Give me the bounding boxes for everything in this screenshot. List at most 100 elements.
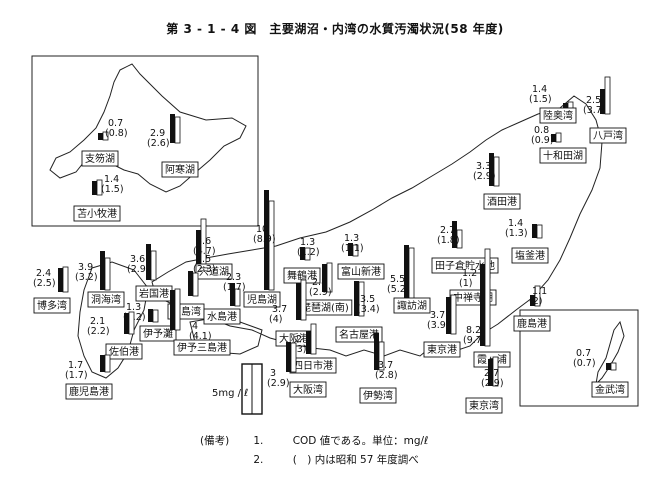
site-label-box-35 [591,381,629,398]
value-57-26: (3.4) [357,304,380,315]
bar-58-12 [196,230,201,266]
site-label-20: 水島港 [207,310,237,323]
value-57-20: (1.7) [223,282,246,293]
value-57-14: (1) [459,278,472,289]
value-58-1: 0.7 [108,118,123,129]
bar-57-23 [152,309,159,323]
site-label-box-24 [173,339,231,356]
site-label-31: 大阪湾 [293,383,323,396]
bar-58-7 [489,153,494,186]
site-22: 3.9(3.2) 洞海湾 [75,251,125,308]
value-57-27: (3.9) [427,320,450,331]
value-57-15: (2) [529,296,542,307]
site-label-30: 四日市港 [293,359,333,372]
site-label-35: 金武湾 [595,383,625,396]
site-2: 2.9(2.6)阿寒湖 [147,114,199,178]
site-label-box-32 [359,387,397,404]
site-31: 3(2.9)大阪湾 [267,342,327,398]
bar-57-24 [174,288,181,331]
site-label-24: 伊予三島港 [177,341,227,354]
value-57-4: (1.5) [529,94,552,105]
value-58-15: 1.1 [532,286,547,297]
site-21: 2.4(2.5)博多湾 [33,266,71,314]
site-label-box-34 [65,383,113,400]
value-58-10: 1.3 [344,233,359,244]
bar-57-19 [192,272,199,297]
bar-57-28 [484,248,491,347]
value-58-17: 2.8 [312,277,327,288]
bar-58-22 [100,251,105,290]
bar-58-2 [170,114,175,143]
scale-bar-label: 5mg / ℓ [212,388,248,399]
site-label-16: 諏訪湖 [397,299,427,312]
sites-layer: 0.7(0.8)支笏湖2.9(2.6)阿寒湖1.4(1.5)苫小牧港1.4(1.… [33,76,629,414]
bar-58-27 [446,297,451,334]
bar-57-22 [104,257,111,291]
bar-57-10 [352,244,359,257]
site-25: 3.7(4)大阪港 [269,279,313,347]
site-28: 8.2(9.7)霞ヶ浦 [463,248,511,368]
okinawa-coastline [595,320,625,386]
site-label-5: 八戸湾 [593,129,623,142]
note-text-1: COD 値である。単位：mg/ℓ [292,435,429,447]
bar-58-11 [300,247,305,260]
value-58-30: 2.3 [296,334,311,345]
value-57-32: (2.8) [375,370,398,381]
bar-58-8 [452,221,457,248]
site-label-22: 洞海湾 [91,293,121,306]
value-58-24: 4 [192,321,198,332]
note-number-1: 1. [253,435,264,447]
okinawa-inset-frame [519,309,639,407]
bar-58-32 [374,333,379,370]
site-label-box-12 [195,263,233,280]
value-58-13: 10 [256,224,268,235]
value-57-24: (4.1) [189,331,212,342]
site-12: 3.6(4.7)宍道湖 [193,218,233,280]
bar-58-21 [58,268,63,292]
site-label-23: 伊予灘 [143,327,173,340]
value-57-28: (9.7) [463,335,486,346]
value-57-6: (0.9) [531,135,554,146]
site-label-29: 佐伯港 [109,345,139,358]
site-7: 3.3(2.9)酒田港 [473,153,521,210]
value-57-33: (2.9) [481,378,504,389]
bar-57-18 [150,250,157,281]
value-58-5: 2.5 [586,95,601,106]
site-24: 4(4.1)伊予三島港 [170,288,231,356]
value-57-9: (1.3) [505,228,528,239]
bar-58-33 [488,359,493,386]
value-57-22: (3.2) [75,272,98,283]
bar-57-32 [378,341,385,371]
site-5: 2.5(3.7)八戸湾 [583,76,627,144]
value-58-12: 3.6 [196,236,211,247]
value-57-7: (2.9) [473,171,496,182]
bar-58-9 [532,224,537,238]
bar-58-34 [100,355,105,372]
site-label-4: 陸奥湾 [543,109,573,122]
value-57-12: (4.7) [193,246,216,257]
site-label-15: 鹿島港 [517,317,547,330]
value-58-11: 1.3 [300,237,315,248]
site-label-25: 大阪港 [279,332,309,345]
site-10: 1.3(1.1)富山新港 [337,233,385,280]
site-20: 2.3(1.7)水島港 [203,272,246,325]
bar-57-26 [358,281,365,317]
value-58-22: 3.9 [78,262,93,273]
value-58-19: 2.5 [196,254,211,265]
bar-57-1 [102,131,109,141]
site-label-18: 岩国港 [139,287,169,300]
bar-58-18 [146,244,151,280]
value-57-1: (0.8) [105,128,128,139]
bar-57-25 [300,279,307,321]
site-17: 2.8(2.9)琵琶湖(南) [297,262,353,316]
value-57-16: (5.2) [387,284,410,295]
value-58-29: 2.1 [90,316,105,327]
bar-57-17 [326,262,333,293]
bar-57-33 [492,356,499,387]
site-label-box-5 [589,127,627,144]
site-label-box-31 [289,381,327,398]
site-label-9: 塩釜港 [515,249,545,262]
site-label-box-29 [105,343,143,360]
value-58-7: 3.3 [476,161,491,172]
